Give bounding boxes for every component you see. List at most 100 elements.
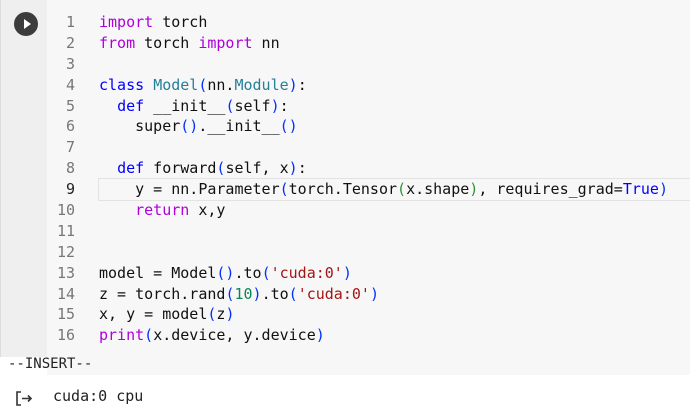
code-token: def	[117, 159, 145, 178]
cell-output: cuda:0 cpu	[0, 375, 690, 416]
line-code: x, y = model(z)	[99, 304, 690, 325]
line-number: 15	[56, 305, 75, 324]
line-number: 10	[56, 201, 75, 220]
code-token: True	[622, 180, 659, 199]
code-token	[99, 97, 117, 115]
code-token: z	[216, 305, 226, 324]
code-token: 'cuda:0'	[297, 284, 370, 303]
code-token: ()	[180, 117, 199, 136]
line-number: 3	[65, 54, 75, 73]
output-icon[interactable]	[14, 389, 36, 407]
code-token: z = torch.rand	[99, 284, 226, 303]
code-token: :	[279, 96, 289, 115]
code-token: x,y	[189, 201, 226, 220]
line-number: 14	[56, 284, 75, 303]
code-token	[99, 201, 135, 219]
code-token: def	[117, 96, 145, 115]
code-token: __init__	[144, 96, 226, 115]
line-code: def forward(self, x):	[99, 158, 690, 179]
code-token: x.device, y.device	[153, 326, 316, 345]
code-token: forward	[144, 159, 217, 178]
code-token: Model	[153, 75, 199, 94]
code-line[interactable]: 8 def forward(self, x):	[47, 158, 690, 179]
line-number: 6	[65, 117, 75, 136]
code-line[interactable]: 3	[47, 54, 690, 75]
code-line[interactable]: 12	[47, 242, 690, 263]
code-token: )	[225, 305, 235, 324]
line-number: 12	[56, 242, 75, 261]
code-token: )	[315, 326, 325, 345]
code-token: )	[369, 284, 379, 303]
code-line[interactable]: 9 y = nn.Parameter(torch.Tensor(x.shape)…	[47, 178, 690, 202]
line-number: 9	[65, 180, 75, 199]
line-code: class Model(nn.Module):	[99, 75, 690, 96]
code-token: (	[225, 284, 235, 303]
code-token: ()	[279, 117, 298, 136]
line-code: from torch import nn	[99, 33, 690, 54]
line-number: 8	[65, 159, 75, 178]
code-token: )	[288, 75, 298, 94]
cell-gutter	[0, 0, 47, 357]
line-code: super().__init__()	[99, 116, 690, 137]
line-code: print(x.device, y.device)	[99, 325, 690, 346]
code-token	[99, 159, 117, 177]
code-token: :	[297, 159, 307, 178]
code-line[interactable]: 5 def __init__(self):	[47, 96, 690, 117]
code-line[interactable]: 6 super().__init__()	[47, 116, 690, 137]
code-token: (	[144, 326, 154, 345]
code-token: .__init__	[198, 117, 280, 136]
play-icon	[24, 19, 31, 29]
code-token: .to	[234, 263, 262, 282]
code-token: y = nn.Parameter	[99, 180, 280, 199]
line-code: def __init__(self):	[99, 96, 690, 117]
code-token: , requires_grad=	[478, 180, 623, 199]
code-token: import	[99, 13, 154, 31]
code-token	[144, 76, 153, 94]
line-code: y = nn.Parameter(torch.Tensor(x.shape), …	[98, 178, 690, 202]
code-token: nn	[252, 33, 280, 52]
code-line[interactable]: 15 x, y = model(z)	[47, 304, 690, 325]
code-line[interactable]: 10 return x,y	[47, 200, 690, 221]
code-token: model = Model	[99, 263, 217, 282]
code-token: super	[99, 117, 181, 136]
code-token: (	[198, 75, 208, 94]
code-token: 10	[234, 284, 253, 303]
run-cell-button[interactable]	[14, 12, 38, 36]
code-token: (	[207, 305, 217, 324]
code-token: (	[279, 180, 289, 199]
code-token: ()	[216, 263, 235, 282]
code-line[interactable]: 16 print(x.device, y.device)	[47, 325, 690, 346]
code-token: 'cuda:0'	[270, 263, 343, 282]
code-line[interactable]: 7	[47, 137, 690, 158]
code-line[interactable]: 4 class Model(nn.Module):	[47, 75, 690, 96]
code-token: from	[99, 33, 136, 52]
line-number: 11	[56, 221, 75, 240]
code-token: import	[198, 33, 253, 52]
line-code: z = torch.rand(10).to('cuda:0')	[99, 284, 690, 305]
code-token: x, y = model	[99, 305, 208, 324]
code-token: )	[342, 263, 352, 282]
code-token: (	[216, 159, 226, 178]
line-number: 13	[56, 263, 75, 282]
line-code: return x,y	[99, 200, 690, 221]
code-token: class	[99, 75, 145, 94]
code-token: torch	[135, 33, 199, 52]
code-token: )	[288, 159, 298, 178]
line-number: 1	[65, 13, 75, 31]
code-token: :	[297, 75, 307, 94]
code-token: )	[658, 180, 668, 199]
line-number: 4	[65, 75, 75, 94]
code-line[interactable]: 11	[47, 221, 690, 242]
code-token: (	[397, 180, 407, 199]
code-token: )	[270, 96, 280, 115]
code-token: print	[99, 326, 145, 345]
line-number: 5	[65, 96, 75, 115]
code-token: x.shape	[406, 180, 470, 199]
line-number: 16	[56, 326, 75, 345]
